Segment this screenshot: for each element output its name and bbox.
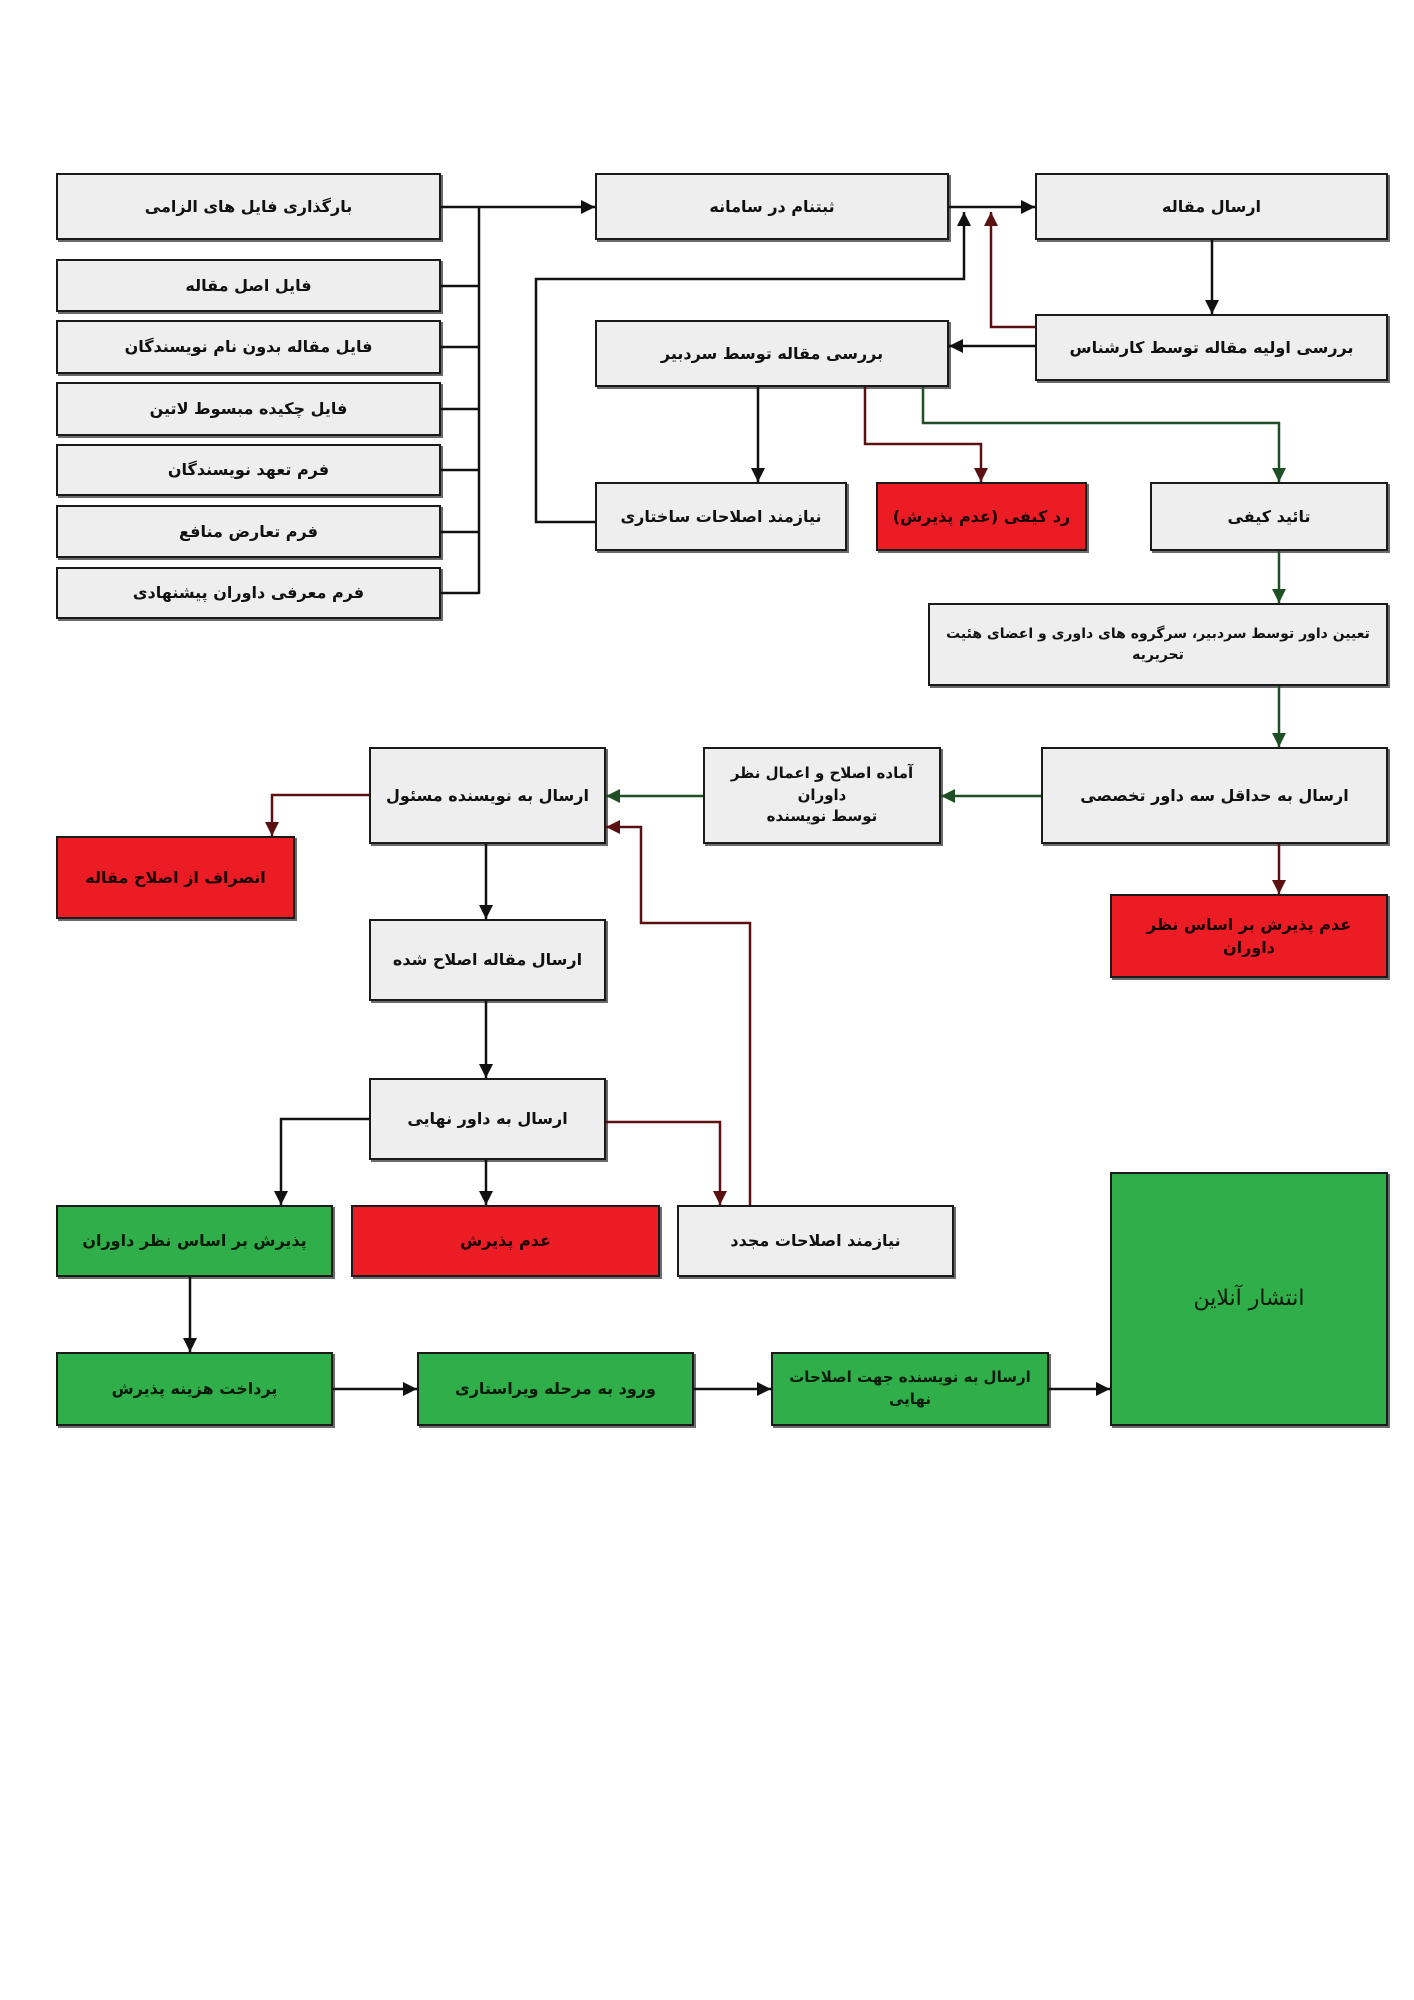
structural-revision-box: نیازمند اصلاحات ساختاری (595, 482, 847, 551)
editor-to-reject-arrow (863, 387, 988, 482)
box-label: انتشار آنلاین (1193, 1286, 1305, 1312)
quality-reject-box: رد کیفی (عدم پذیرش) (876, 482, 1087, 551)
box-label: فایل اصل مقاله (185, 275, 312, 295)
box-label: ارسال به نویسنده جهت اصلاحات نهایی (789, 1368, 1031, 1408)
final-corrections-box: ارسال به نویسنده جهت اصلاحات نهایی (771, 1352, 1049, 1426)
form-suggested-reviewers-box: فرم معرفی داوران پیشنهادی (56, 567, 441, 619)
editing-box: ورود به مرحله ویراستاری (417, 1352, 694, 1426)
expert-review-box: بررسی اولیه مقاله توسط کارشناس (1035, 314, 1388, 381)
editor-review-box: بررسی مقاله توسط سردبیر (595, 320, 949, 387)
box-label: رد کیفی (عدم پذیرش) (892, 506, 1071, 526)
author-to-withdraw-arrow (265, 793, 369, 836)
box-label: نیازمند اصلاحات مجدد (730, 1231, 901, 1251)
file-anonymous-article-box: فایل مقاله بدون نام نویسندگان (56, 320, 441, 374)
box-label-line-1: آماده اصلاح و اعمال نظر داوران (730, 763, 914, 804)
box-label: فایل چکیده مبسوط لاتین (149, 399, 348, 419)
box-label: ارسال به داور نهایی (407, 1109, 568, 1129)
box-label: بارگذاری فایل های الزامی (144, 196, 353, 216)
withdraw-box: انصراف از اصلاح مقاله (56, 836, 295, 919)
payment-box: پرداخت هزینه پذیرش (56, 1352, 333, 1426)
reviewer-reject-box: عدم پذیرش بر اساس نظر داوران (1110, 894, 1388, 978)
file-original-article-box: فایل اصل مقاله (56, 259, 441, 312)
box-label: ارسال مقاله اصلاح شده (392, 950, 583, 970)
assign-reviewer-box: تعیین داور توسط سردبیر، سرگروه های داوری… (928, 603, 1388, 686)
final-to-accept-arrow (274, 1117, 369, 1205)
required-files-box: بارگذاری فایل های الزامی (56, 173, 441, 240)
box-label: ارسال به نویسنده مسئول (386, 785, 589, 805)
box-label: تعیین داور توسط سردبیر، سرگروه های داوری… (946, 626, 1370, 663)
online-publication-box: انتشار آنلاین (1110, 1172, 1388, 1426)
final-to-revision-again-arrow (606, 1120, 727, 1205)
box-label: ارسال به حداقل سه داور تخصصی (1080, 785, 1349, 805)
expert-return-arrow (984, 212, 1035, 329)
quality-approved-box: تائید کیفی (1150, 482, 1388, 551)
box-label: فایل مقاله بدون نام نویسندگان (124, 337, 373, 357)
box-label: عدم پذیرش بر اساس نظر داوران (1146, 914, 1352, 957)
send-revised-box: ارسال مقاله اصلاح شده (369, 919, 606, 1001)
box-label: فرم تعارض منافع (179, 521, 318, 541)
box-label: ارسال مقاله (1161, 196, 1262, 216)
box-label: عدم پذیرش (460, 1231, 551, 1251)
box-label-line-2: توسط نویسنده (766, 807, 878, 826)
box-label: ثبتنام در سامانه (709, 196, 835, 216)
final-reviewer-box: ارسال به داور نهایی (369, 1078, 606, 1160)
file-extended-abstract-box: فایل چکیده مبسوط لاتین (56, 382, 441, 436)
box-label: پذیرش بر اساس نظر داوران (82, 1231, 307, 1251)
box-label: بررسی مقاله توسط سردبیر (660, 343, 884, 363)
form-author-commitment-box: فرم تعهد نویسندگان (56, 444, 441, 496)
send-to-reviewers-box: ارسال به حداقل سه داور تخصصی (1041, 747, 1388, 844)
box-label: انصراف از اصلاح مقاله (85, 867, 266, 887)
box-label: فرم تعهد نویسندگان (167, 460, 330, 480)
box-label: تائید کیفی (1227, 506, 1311, 526)
revision-again-box: نیازمند اصلاحات مجدد (677, 1205, 954, 1277)
box-label: فرم معرفی داوران پیشنهادی (132, 583, 365, 603)
form-conflict-of-interest-box: فرم تعارض منافع (56, 505, 441, 558)
submit-article-box: ارسال مقاله (1035, 173, 1388, 240)
register-box: ثبتنام در سامانه (595, 173, 949, 240)
box-label: ورود به مرحله ویراستاری (455, 1379, 656, 1399)
editor-to-approved-arrow (921, 387, 1286, 482)
revision-again-return-arrow (606, 820, 752, 1205)
corresponding-author-box: ارسال به نویسنده مسئول (369, 747, 606, 844)
box-label: بررسی اولیه مقاله توسط کارشناس (1069, 337, 1354, 357)
box-label: پرداخت هزینه پذیرش (111, 1379, 278, 1399)
accept-box: پذیرش بر اساس نظر داوران (56, 1205, 333, 1277)
author-revision-box: آماده اصلاح و اعمال نظر داوران توسط نویس… (703, 747, 941, 844)
box-label: نیازمند اصلاحات ساختاری (620, 506, 822, 526)
final-reject-box: عدم پذیرش (351, 1205, 660, 1277)
